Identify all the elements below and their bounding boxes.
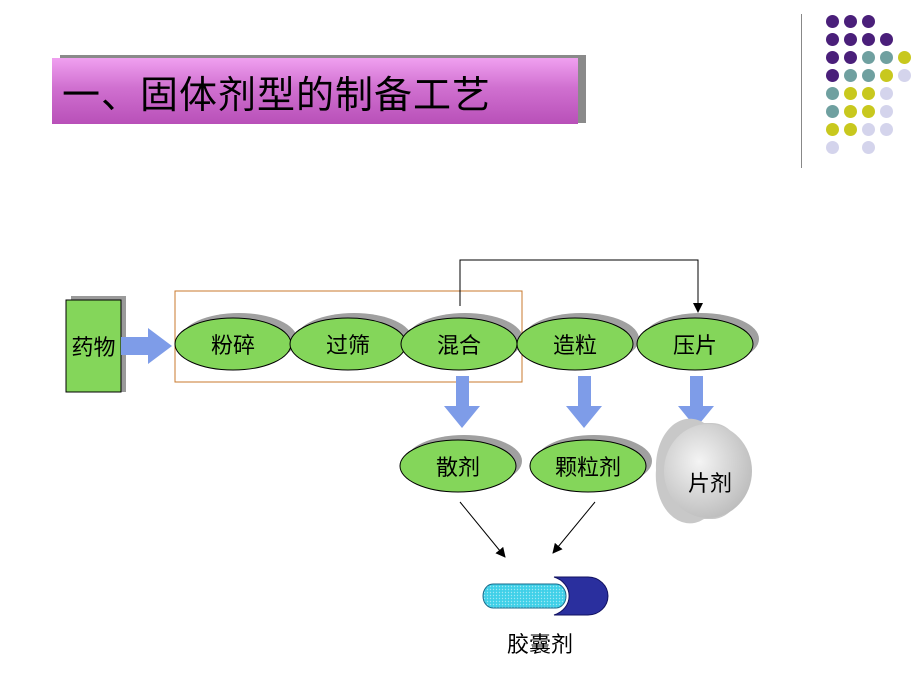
decor-dot: [862, 87, 875, 100]
mix-label: 混合: [436, 334, 481, 359]
granules-node: [529, 439, 647, 493]
decor-dot: [898, 51, 911, 64]
decor-dot: [844, 69, 857, 82]
arrow-granules-to-capsule: [552, 501, 596, 554]
decor-dot: [826, 51, 839, 64]
decor-dot: [826, 69, 839, 82]
arrow-mix-to-powder: [444, 376, 480, 428]
decor-dot: [844, 105, 857, 118]
compress-label: 压片: [672, 334, 717, 359]
decor-dot: [844, 51, 857, 64]
arrow-drug-to-crush: [121, 328, 172, 364]
drug-box: [65, 299, 122, 393]
granulate-label: 造粒: [552, 334, 597, 359]
decor-dot: [880, 69, 893, 82]
decor-dot: [826, 33, 839, 46]
decor-dot: [862, 15, 875, 28]
granules-label: 颗粒剂: [554, 456, 621, 481]
decor-dot: [880, 105, 893, 118]
decor-dot: [862, 51, 875, 64]
decor-dot: [880, 33, 893, 46]
decor-dot: [862, 69, 875, 82]
page-title: 一、固体剂型的制备工艺: [62, 72, 492, 117]
decor-dot: [862, 141, 875, 154]
decor-dot: [844, 15, 857, 28]
arrow-mix-to-compress: [459, 259, 703, 313]
decor-dot: [844, 33, 857, 46]
decor-dot: [862, 33, 875, 46]
crush-label: 粉碎: [210, 334, 255, 359]
capsule-body: [553, 576, 609, 616]
decor-dot: [826, 15, 839, 28]
arrow-granulate-to-granules: [566, 376, 602, 428]
decor-dot: [880, 123, 893, 136]
sieve-label: 过筛: [325, 334, 370, 359]
capsule-cap: [482, 583, 567, 609]
compress-node: [636, 317, 754, 371]
powder-label: 散剂: [435, 456, 480, 481]
decor-dot: [862, 105, 875, 118]
granulate-node: [516, 317, 634, 371]
decor-dot: [826, 87, 839, 100]
decor-dot: [826, 123, 839, 136]
tablet-face: [664, 424, 752, 518]
arrow-powder-to-capsule: [459, 501, 506, 558]
decor-dot: [862, 123, 875, 136]
drug-label: 药物: [71, 336, 116, 361]
decor-dot: [898, 69, 911, 82]
decor-dot: [880, 87, 893, 100]
title-banner: 一、固体剂型的制备工艺: [52, 58, 578, 124]
decor-dot: [826, 141, 839, 154]
decor-dot: [844, 123, 857, 136]
decor-vertical-line: [801, 14, 802, 168]
tablet-label: 片剂: [687, 472, 732, 497]
capsule-label: 胶囊剂: [506, 633, 573, 658]
decor-dot: [880, 51, 893, 64]
arrow-compress-to-tablet: [678, 376, 714, 428]
decor-dot: [826, 105, 839, 118]
decor-dot: [844, 87, 857, 100]
powder-node: [399, 439, 517, 493]
